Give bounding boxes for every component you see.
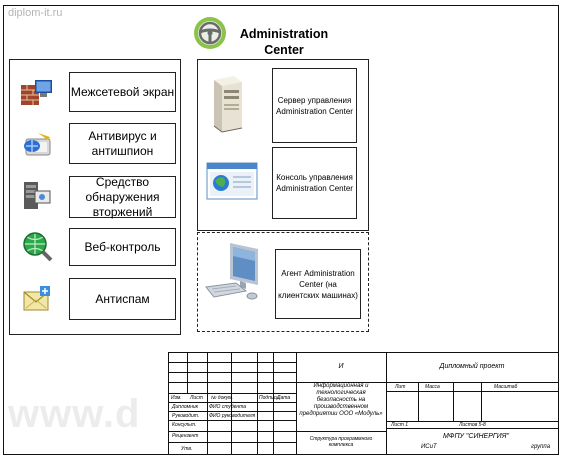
- stamp-org: МФПУ "СИНЕРГИЯ": [443, 433, 509, 440]
- stamp-role-appr: Утв.: [181, 446, 193, 452]
- server-icon: [206, 74, 246, 134]
- management-panel: Сервер управления Administration Center …: [197, 59, 369, 231]
- watermark-site: diplom-it.ru: [8, 7, 63, 19]
- module-web-control: Веб-контроль: [69, 228, 176, 266]
- stamp-col-list: Лист: [190, 395, 203, 401]
- title-block: Изм. Лист № докум. Подпись Дата Дипломни…: [168, 352, 559, 455]
- stamp-role-dev: Дипломник: [172, 404, 198, 410]
- page-title: Administration Center: [236, 26, 332, 58]
- stamp-sheet-title: Структура программного комплекса: [309, 436, 373, 448]
- agent-box: Агент Administration Center (на клиентск…: [275, 249, 361, 319]
- stamp-sheet: Лист 1: [391, 422, 409, 428]
- stamp-lit: Лит: [395, 384, 406, 390]
- stamp-col-date: Дата: [277, 395, 291, 401]
- agent-panel: Агент Administration Center (на клиентск…: [197, 232, 369, 332]
- stamp-doc-type: Дипломный проект: [439, 363, 505, 370]
- stamp-scale: Масштаб: [494, 384, 518, 390]
- stamp-name-dev: ФИО студента: [209, 404, 247, 410]
- stamp-sheets: Листов 5-8: [459, 422, 486, 428]
- workstation-icon: [202, 241, 262, 303]
- antispam-icon: [20, 282, 54, 316]
- module-intrusion-detection: Средство обнаружения вторжений: [69, 175, 176, 219]
- module-antivirus: Антивирус и антишпион: [69, 123, 176, 164]
- intrusion-detection-icon: [20, 178, 54, 212]
- web-control-icon: [20, 229, 54, 263]
- stamp-role-sup: Руководит.: [172, 413, 200, 419]
- stamp-dept: ИСиТ: [421, 444, 437, 450]
- module-antispam: Антиспам: [69, 278, 176, 320]
- stamp-col-doc: № докум.: [211, 395, 234, 401]
- stamp-theme: Информационная и технологическая безопас…: [299, 383, 383, 417]
- protection-modules-panel: Межсетевой экран Антивирус и антишпион С…: [9, 59, 181, 335]
- stamp-col-sign: Подпись: [259, 395, 279, 401]
- stamp-role-cons: Консульт.: [172, 422, 197, 428]
- console-icon: [206, 162, 258, 200]
- title-line-1: Administration: [239, 27, 329, 41]
- stamp-code: И: [338, 363, 344, 370]
- antivirus-icon: [20, 128, 54, 162]
- stamp-mass: Масса: [425, 384, 440, 390]
- title-line-2: Center: [264, 43, 304, 57]
- firewall-icon: [20, 76, 54, 110]
- watermark-big: www.d: [8, 392, 141, 436]
- stamp-name-sup: ФИО руководителя: [209, 413, 256, 419]
- server-box: Сервер управления Administration Center: [272, 68, 357, 143]
- stamp-role-rev: Рецензент: [172, 433, 199, 439]
- module-firewall: Межсетевой экран: [69, 72, 176, 112]
- steering-wheel-icon: [192, 15, 228, 51]
- console-box: Консоль управления Administration Center: [272, 147, 357, 219]
- stamp-col-izm: Изм.: [171, 395, 182, 401]
- stamp-group: группа: [531, 444, 551, 450]
